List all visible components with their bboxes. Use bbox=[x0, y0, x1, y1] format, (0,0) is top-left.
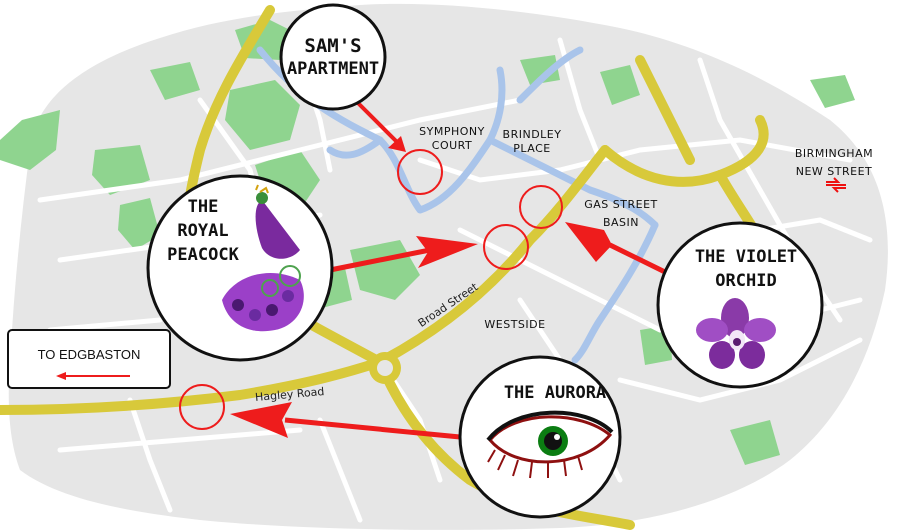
arrow-violet-orchid bbox=[565, 222, 667, 275]
sams-apartment-title-2: APARTMENT bbox=[287, 59, 379, 79]
arrow-aurora bbox=[230, 402, 461, 440]
to-edgbaston-sign: TO EDGBASTON bbox=[7, 329, 171, 389]
arrow-sams-apartment bbox=[353, 98, 406, 152]
location-markers bbox=[179, 149, 563, 430]
label-symphony-court-2: COURT bbox=[432, 139, 472, 152]
national-rail-icon bbox=[826, 177, 846, 193]
marker-sams-apartment[interactable] bbox=[397, 149, 443, 195]
badge-royal-peacock[interactable]: THE ROYAL PEACOCK bbox=[146, 174, 334, 362]
badge-sams-apartment[interactable]: SAM'S APARTMENT bbox=[279, 3, 387, 111]
peacock-icon bbox=[222, 184, 304, 332]
violet-orchid-title-1: THE VIOLET bbox=[695, 247, 797, 267]
label-brindley-place-2: PLACE bbox=[513, 142, 550, 155]
royal-peacock-title-1: THE bbox=[188, 197, 219, 217]
royal-peacock-title-2: ROYAL bbox=[177, 221, 228, 241]
to-edgbaston-label: TO EDGBASTON bbox=[38, 347, 141, 362]
label-gas-street-basin-2: BASIN bbox=[603, 216, 639, 229]
violet-orchid-title-2: ORCHID bbox=[715, 271, 776, 291]
orchid-icon bbox=[696, 298, 776, 369]
label-hagley-road: Hagley Road bbox=[255, 385, 325, 404]
marker-violet-orchid[interactable] bbox=[519, 185, 563, 229]
eye-icon bbox=[486, 410, 614, 479]
label-gas-street-basin-1: GAS STREET bbox=[584, 198, 658, 211]
label-brindley-place-1: BRINDLEY bbox=[503, 128, 562, 141]
royal-peacock-title-3: PEACOCK bbox=[167, 245, 239, 265]
label-birmingham-1: BIRMINGHAM bbox=[795, 147, 873, 160]
marker-aurora[interactable] bbox=[179, 384, 225, 430]
badge-violet-orchid[interactable]: THE VIOLET ORCHID bbox=[656, 221, 824, 389]
marker-royal-peacock[interactable] bbox=[483, 224, 529, 270]
canals bbox=[256, 46, 659, 364]
arrows bbox=[230, 98, 667, 440]
aurora-title: THE AURORA bbox=[504, 383, 606, 403]
label-symphony-court-1: SYMPHONY bbox=[419, 125, 485, 138]
label-birmingham-2: NEW STREET bbox=[796, 165, 873, 178]
badge-aurora[interactable]: THE AURORA bbox=[458, 355, 622, 519]
arrow-royal-peacock bbox=[329, 236, 478, 273]
label-westside: WESTSIDE bbox=[484, 318, 545, 331]
sams-apartment-title-1: SAM'S bbox=[304, 35, 361, 57]
